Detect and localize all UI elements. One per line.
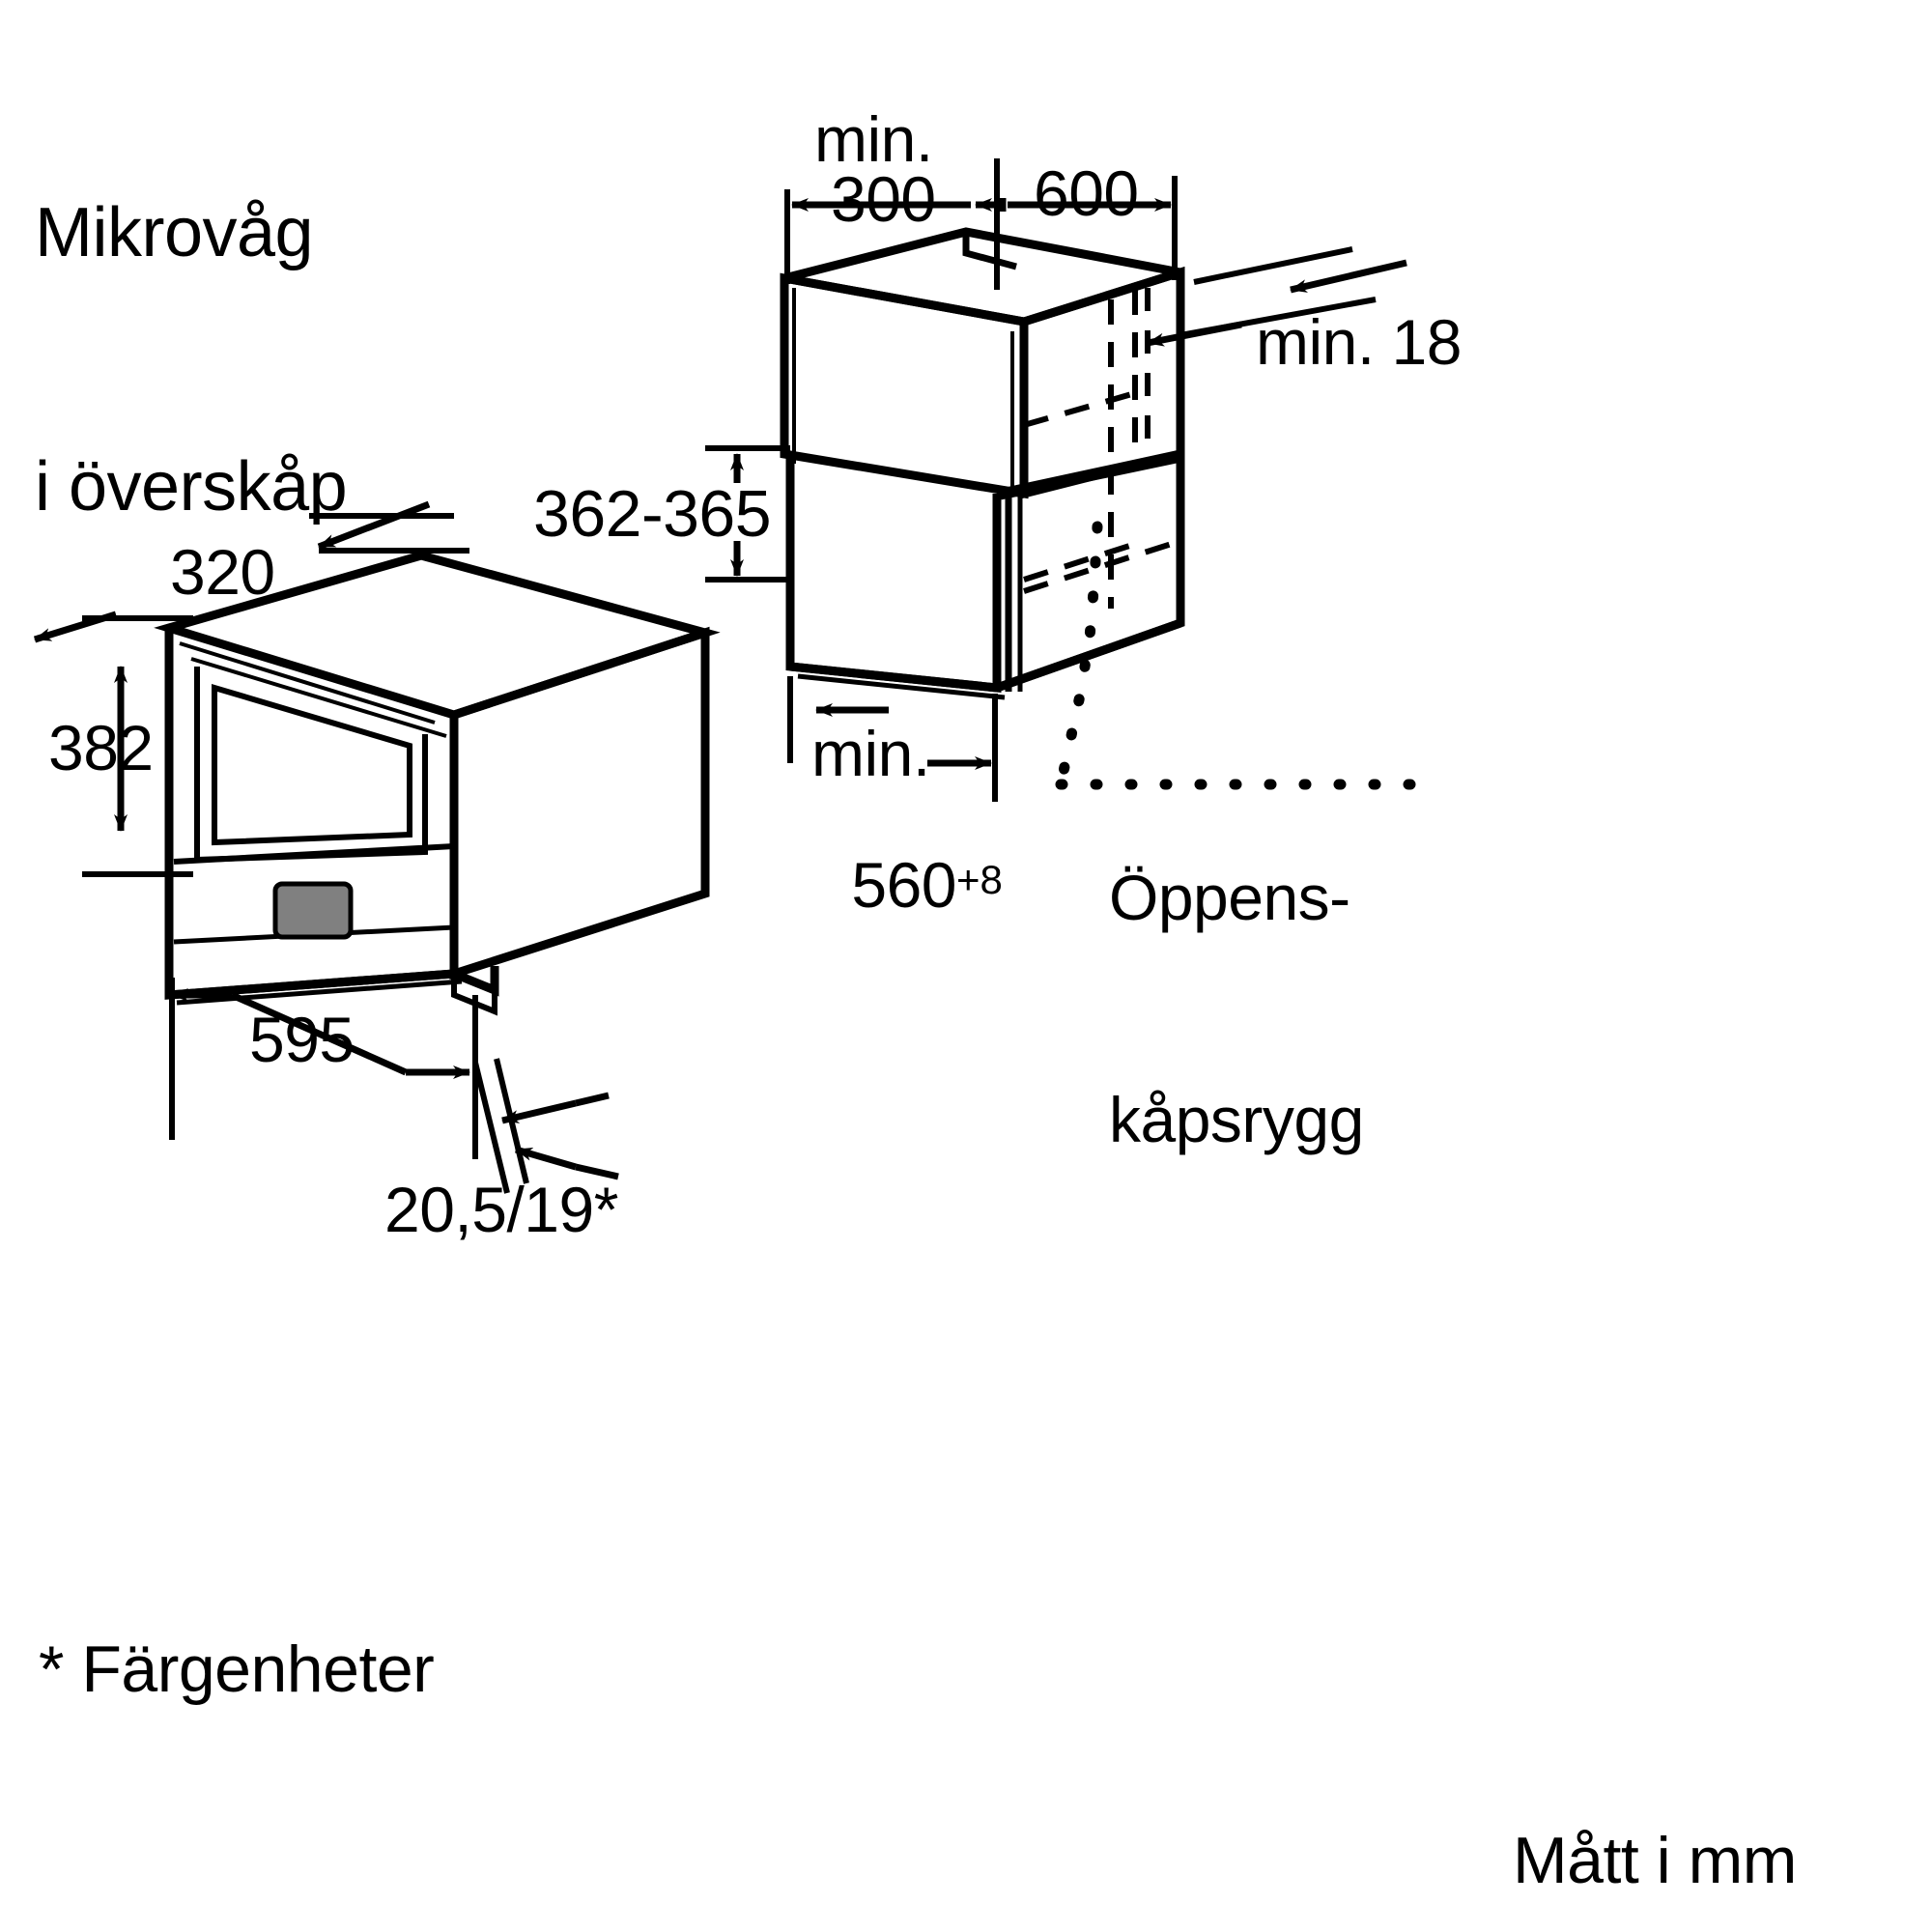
dimension-560-number: 560 (851, 848, 956, 921)
dimension-label-320: 320 (170, 536, 275, 608)
open-back-leader (1055, 521, 1416, 790)
dimension-label-min-560-prefix: min. (811, 718, 930, 789)
dimension-320 (309, 500, 469, 554)
dimension-min-18 (1147, 246, 1407, 347)
callout-line1: Öppens- (1109, 862, 1350, 934)
dimension-600 (975, 176, 1178, 280)
dimension-label-382: 382 (48, 712, 154, 783)
units-note: Mått i mm (1513, 1824, 1797, 1897)
dimension-min-300 (784, 158, 1000, 290)
dimension-min-560 (787, 676, 998, 802)
dimension-560-tolerance: +8 (955, 856, 1003, 902)
dimension-label-min-300-prefix: min. (814, 103, 933, 175)
dimension-362-365 (705, 445, 790, 582)
dimension-frame-thickness (472, 1058, 619, 1194)
dimension-label-min-18: min. 18 (1256, 306, 1462, 378)
dimension-595 (169, 978, 478, 1159)
page-title-line2: i överskåp (35, 448, 348, 526)
footnote-color-units: * Färgenheter (39, 1633, 435, 1706)
dimension-label-frame-thickness: 20,5/19* (384, 1174, 618, 1245)
page-title: Mikrovåg i överskåp (35, 21, 348, 700)
callout-open-cabinet-back: Öppens- kåpsrygg (1109, 713, 1364, 1304)
dimension-label-595: 595 (249, 1004, 355, 1075)
dimension-382 (33, 611, 193, 877)
dimension-label-min-560-value: 560+8 (782, 779, 1003, 993)
control-handle-block (272, 881, 354, 940)
dimension-label-min-300-value: 300 (831, 163, 936, 235)
callout-line2: kåpsrygg (1109, 1083, 1364, 1155)
dimension-label-362-365: 362-365 (533, 477, 772, 551)
page-title-line1: Mikrovåg (35, 193, 314, 271)
wall-cabinet-body (780, 227, 1185, 700)
dimension-label-600: 600 (1034, 157, 1139, 229)
